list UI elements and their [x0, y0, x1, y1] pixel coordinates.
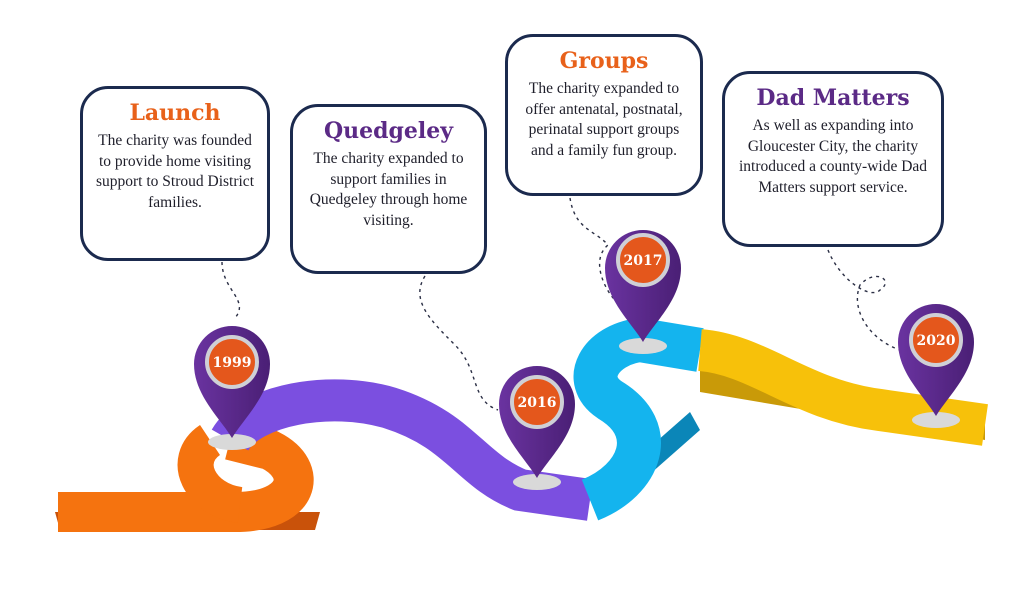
year-label-1999: 1999 [213, 355, 252, 371]
connector-dad [827, 249, 901, 351]
milestone-card-launch: Launch The charity was founded to provid… [80, 86, 270, 261]
year-label-2017: 2017 [624, 253, 663, 269]
year-label-2016: 2016 [518, 395, 557, 411]
road-surfaces [58, 317, 988, 532]
milestone-title: Quedgeley [323, 118, 454, 144]
pin-2020: 2020 [898, 304, 974, 428]
pin-1999: 1999 [194, 326, 270, 450]
dotted-connectors [221, 197, 901, 411]
road-yellow [697, 329, 988, 446]
connector-groups [569, 197, 616, 301]
milestone-card-quedgeley: Quedgeley The charity expanded to suppor… [290, 104, 487, 274]
milestone-title: Launch [129, 100, 221, 126]
milestone-card-dad-matters: Dad Matters As well as expanding into Gl… [722, 71, 944, 247]
road-blue [573, 317, 704, 521]
pin-2017: 2017 [605, 230, 681, 354]
milestone-title: Dad Matters [756, 85, 910, 111]
milestone-text: The charity was founded to provide home … [95, 132, 254, 211]
milestone-text: As well as expanding into Gloucester Cit… [738, 117, 928, 196]
milestone-text: The charity expanded to offer antenatal,… [525, 80, 683, 159]
milestone-card-groups: Groups The charity expanded to offer ant… [505, 34, 703, 196]
connector-launch [221, 261, 241, 319]
connector-quedgeley [419, 275, 499, 411]
road-orange [58, 420, 314, 532]
road-purple [211, 379, 593, 521]
pin-2016: 2016 [499, 366, 575, 490]
road-orange-curve [177, 425, 244, 523]
milestone-title: Groups [559, 48, 649, 74]
year-label-2020: 2020 [917, 333, 956, 349]
milestone-text: The charity expanded to support families… [309, 150, 468, 229]
